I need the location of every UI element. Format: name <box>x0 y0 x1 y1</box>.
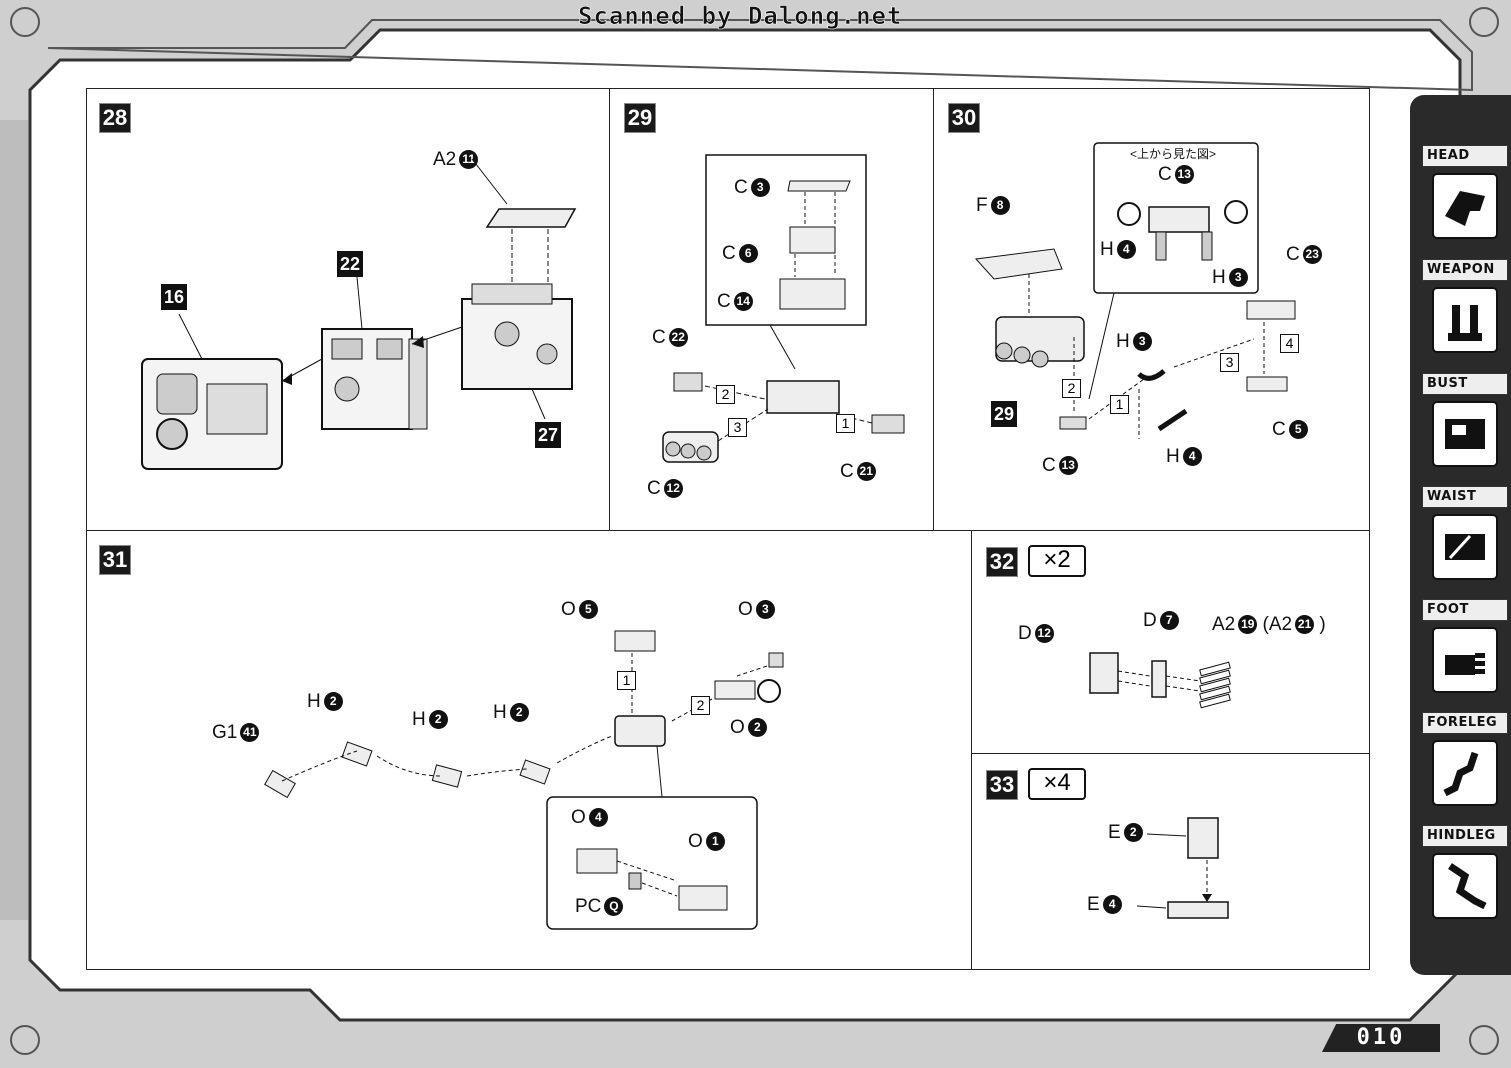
tab-label: WAIST <box>1422 486 1508 508</box>
multiplier-badge: ×4 <box>1028 768 1086 800</box>
subassembly-27: 27 <box>535 422 561 448</box>
tab-hindleg[interactable]: HINDLEG <box>1422 825 1508 919</box>
tab-label: FORELEG <box>1422 712 1508 734</box>
step-28-diagram <box>141 158 577 470</box>
watermark: Scanned by Dalong.net <box>578 2 903 31</box>
order-box-3: 3 <box>728 418 747 437</box>
subassembly-29: 29 <box>991 401 1017 427</box>
order-box-3: 3 <box>1220 353 1239 372</box>
tab-label: HINDLEG <box>1422 825 1508 847</box>
order-box-1: 1 <box>1110 395 1129 414</box>
order-box-1: 1 <box>617 671 636 690</box>
tab-label: WEAPON <box>1422 259 1508 281</box>
foreleg-icon <box>1432 740 1498 806</box>
step-31-diagram <box>264 630 784 930</box>
waist-icon <box>1432 514 1498 580</box>
tab-bust[interactable]: BUST <box>1422 373 1508 467</box>
step-number: 30 <box>948 103 980 133</box>
tab-foot[interactable]: FOOT <box>1422 599 1508 693</box>
step-number: 33 <box>986 770 1018 800</box>
tab-label: BUST <box>1422 373 1508 395</box>
order-box-2: 2 <box>1062 379 1081 398</box>
section-tabs: HEAD WEAPON BUST WAIST FOOT FORELEG HIND… <box>1410 95 1511 975</box>
step-29-diagram <box>662 154 905 463</box>
step-number: 28 <box>99 103 131 133</box>
multiplier-badge: ×2 <box>1028 545 1086 577</box>
order-box-1: 1 <box>836 414 855 433</box>
step-number: 31 <box>99 545 131 575</box>
subassembly-16: 16 <box>161 284 187 310</box>
step-32-diagram <box>1089 652 1231 709</box>
tab-head[interactable]: HEAD <box>1422 145 1508 239</box>
foot-icon <box>1432 627 1498 693</box>
head-icon <box>1432 173 1498 239</box>
tab-label: HEAD <box>1422 145 1508 167</box>
subassembly-22: 22 <box>337 251 363 277</box>
top-view-caption: <上から見た図> <box>1130 147 1217 161</box>
tab-label: FOOT <box>1422 599 1508 621</box>
tab-foreleg[interactable]: FORELEG <box>1422 712 1508 806</box>
step-number: 32 <box>986 547 1018 577</box>
page-number: 010 <box>1322 1024 1440 1052</box>
step-33-diagram <box>1136 817 1229 919</box>
weapon-icon <box>1432 287 1498 353</box>
order-box-4: 4 <box>1280 334 1299 353</box>
step-number: 29 <box>624 103 656 133</box>
hindleg-icon <box>1432 853 1498 919</box>
tab-weapon[interactable]: WEAPON <box>1422 259 1508 353</box>
step-30-diagram <box>974 142 1296 439</box>
order-box-2: 2 <box>691 696 710 715</box>
bust-icon <box>1432 401 1498 467</box>
order-box-2: 2 <box>716 385 735 404</box>
tab-waist[interactable]: WAIST <box>1422 486 1508 580</box>
